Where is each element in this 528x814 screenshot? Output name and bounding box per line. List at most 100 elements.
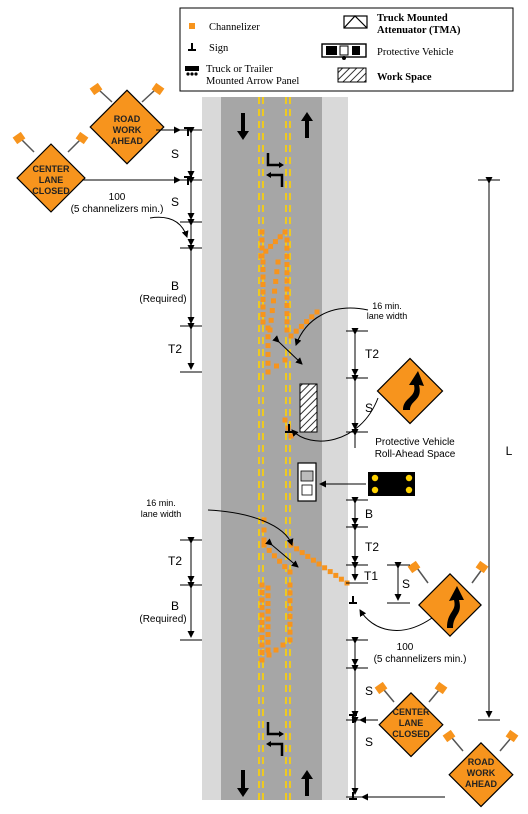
label-b-required: (Required) bbox=[139, 294, 186, 305]
roadway bbox=[202, 97, 348, 800]
channelizer bbox=[288, 333, 294, 339]
sign-icon bbox=[188, 43, 196, 51]
curve-arrow-icon bbox=[447, 586, 464, 628]
center-lane-closed-sign-bottom: CENTER LANE CLOSED bbox=[374, 681, 448, 758]
channelizer bbox=[265, 369, 271, 375]
turn-right-arrow-icon bbox=[266, 153, 280, 167]
sign-line-1: CENTER bbox=[392, 707, 430, 717]
channelizer bbox=[287, 598, 293, 604]
channelizer bbox=[272, 288, 278, 294]
turn-left-arrow-icon bbox=[270, 173, 284, 187]
road-work-ahead-sign-bottom: ROAD WORK AHEAD bbox=[442, 729, 519, 808]
channelizer bbox=[259, 229, 265, 235]
channelizer bbox=[284, 319, 290, 325]
channelizer bbox=[322, 565, 328, 571]
work-space bbox=[299, 383, 318, 433]
label-t1: T1 bbox=[364, 569, 378, 583]
channelizer bbox=[268, 317, 274, 323]
channelizer bbox=[274, 363, 279, 369]
sign-line-1: CENTER bbox=[32, 164, 70, 174]
channelizer bbox=[287, 606, 293, 612]
label-b: B bbox=[171, 599, 179, 613]
channelizer bbox=[259, 657, 265, 663]
channelizer bbox=[260, 319, 266, 325]
channelizer bbox=[305, 553, 311, 559]
legend-tma-line2: Attenuator (TMA) bbox=[377, 25, 461, 36]
direction-arrows bbox=[237, 112, 313, 797]
channelizer bbox=[333, 572, 339, 578]
channelizer bbox=[263, 248, 269, 254]
label-5-channelizers: (5 channelizers min.) bbox=[71, 204, 164, 215]
channelizer bbox=[260, 304, 266, 310]
channelizer bbox=[284, 270, 290, 276]
channelizer bbox=[273, 647, 279, 653]
channelizer bbox=[316, 561, 322, 567]
channelizer bbox=[260, 267, 266, 272]
channelizer bbox=[265, 343, 271, 349]
label-roll-ahead-2: Roll-Ahead Space bbox=[375, 449, 456, 460]
channelizer bbox=[294, 546, 300, 552]
label-s: S bbox=[365, 684, 373, 698]
sign-line-2: LANE bbox=[39, 175, 64, 185]
sign-line-3: AHEAD bbox=[111, 136, 144, 146]
channelizer bbox=[282, 357, 288, 363]
channelizer bbox=[284, 245, 290, 251]
protective-vehicle bbox=[297, 462, 317, 502]
label-5-channelizers: (5 channelizers min.) bbox=[374, 654, 467, 665]
label-roll-ahead-1: Protective Vehicle bbox=[375, 437, 455, 448]
channelizer bbox=[259, 605, 265, 610]
channelizer bbox=[265, 601, 271, 606]
channelizer bbox=[259, 590, 265, 595]
center-lane-closed-sign-top: CENTER LANE CLOSED bbox=[12, 131, 89, 213]
sign-line-3: AHEAD bbox=[465, 779, 498, 789]
label-s: S bbox=[365, 735, 373, 749]
channelizer bbox=[259, 620, 265, 625]
channelizer bbox=[284, 253, 290, 259]
channelizer bbox=[267, 327, 273, 333]
channelizer bbox=[265, 360, 271, 366]
channelizer bbox=[265, 585, 271, 591]
channelizer bbox=[259, 650, 265, 655]
label-t2: T2 bbox=[168, 342, 182, 356]
legend-arrow-panel-line1: Truck or Trailer bbox=[206, 64, 273, 75]
channelizer bbox=[265, 334, 271, 340]
channelizer bbox=[314, 309, 320, 315]
channelizer bbox=[284, 294, 290, 300]
sign-line-1: ROAD bbox=[114, 114, 141, 124]
channelizer bbox=[266, 547, 272, 553]
channelizer bbox=[265, 639, 271, 645]
label-s: S bbox=[402, 577, 410, 591]
label-s: S bbox=[171, 195, 179, 209]
label-t2: T2 bbox=[365, 540, 379, 554]
channelizer bbox=[287, 629, 293, 635]
channelizer bbox=[282, 564, 288, 570]
channelizer bbox=[259, 635, 265, 640]
road-work-ahead-sign-top: ROAD WORK AHEAD bbox=[89, 82, 165, 165]
channelizer bbox=[275, 259, 281, 265]
channelizer bbox=[265, 593, 271, 599]
label-16-min: 16 min. bbox=[146, 498, 176, 508]
channelizer bbox=[310, 557, 316, 563]
legend-arrow-panel-line2: Mounted Arrow Panel bbox=[206, 76, 299, 87]
channelizer bbox=[327, 569, 333, 575]
curve-ahead-sign-upper bbox=[376, 357, 444, 425]
channelizer bbox=[274, 269, 280, 275]
channelizer bbox=[261, 537, 267, 543]
channelizer bbox=[284, 286, 290, 292]
channelizer bbox=[259, 245, 265, 251]
channelizer bbox=[273, 278, 279, 284]
channelizer bbox=[284, 302, 290, 308]
down-arrow-icon bbox=[237, 770, 249, 797]
sign-line-1: ROAD bbox=[468, 757, 495, 767]
channelizer bbox=[282, 229, 288, 235]
turn-right-arrow-icon bbox=[266, 722, 280, 736]
channelizer bbox=[265, 632, 271, 637]
channelizer bbox=[298, 323, 304, 329]
label-b: B bbox=[171, 279, 179, 293]
channelizer bbox=[338, 576, 344, 582]
up-arrow-icon bbox=[301, 770, 313, 796]
arrow-panel bbox=[368, 472, 415, 496]
channelizer bbox=[287, 569, 293, 575]
channelizer bbox=[277, 558, 283, 564]
channelizer bbox=[284, 262, 290, 268]
